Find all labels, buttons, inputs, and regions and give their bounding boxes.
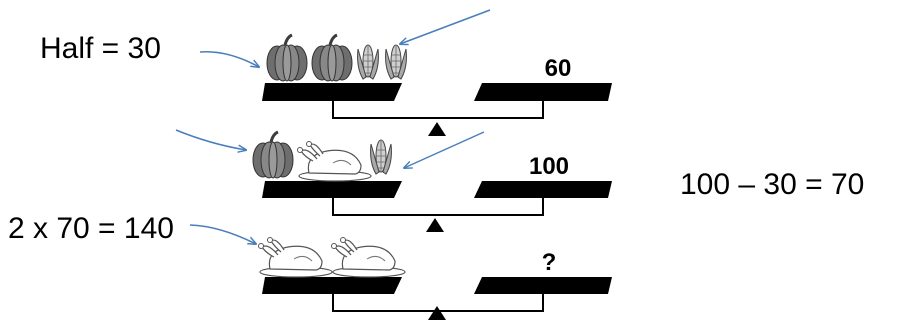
turkey-icon [330, 236, 406, 278]
left-pan [262, 83, 402, 101]
annotation-double: 2 x 70 = 140 [8, 212, 174, 245]
annotation-half: Half = 30 [40, 32, 161, 65]
arrow-icon [400, 9, 491, 44]
arrow-icon [189, 224, 256, 244]
balance-scale-1: 60 Half = 30 [40, 9, 612, 136]
turkey-icon [296, 140, 372, 182]
corn-icon [385, 44, 407, 80]
right-pan [474, 181, 612, 198]
beam [332, 101, 544, 119]
pumpkin-icon [265, 33, 309, 83]
left-pan [262, 277, 402, 294]
fulcrum-icon [428, 122, 446, 136]
balance-scale-3: ? 2 x 70 = 140 [8, 212, 612, 320]
right-pan [474, 83, 612, 101]
pumpkin-icon [251, 130, 295, 180]
weight-label: 100 [529, 153, 569, 180]
beam [332, 198, 544, 216]
left-pan [262, 181, 402, 198]
corn-icon [370, 139, 392, 175]
fulcrum-icon [428, 306, 446, 320]
equation-text: 100 – 30 = 70 [680, 168, 864, 201]
arrow-icon [404, 131, 485, 168]
weight-label: ? [542, 249, 557, 276]
balance-scale-2: 100 [175, 129, 612, 232]
weight-label: 60 [545, 55, 572, 82]
arrow-icon [175, 129, 246, 150]
corn-icon [357, 44, 379, 80]
right-pan [474, 277, 612, 294]
arrow-icon [199, 51, 259, 67]
pumpkin-icon [310, 33, 354, 83]
turkey-icon [257, 236, 333, 278]
fulcrum-icon [426, 218, 444, 232]
